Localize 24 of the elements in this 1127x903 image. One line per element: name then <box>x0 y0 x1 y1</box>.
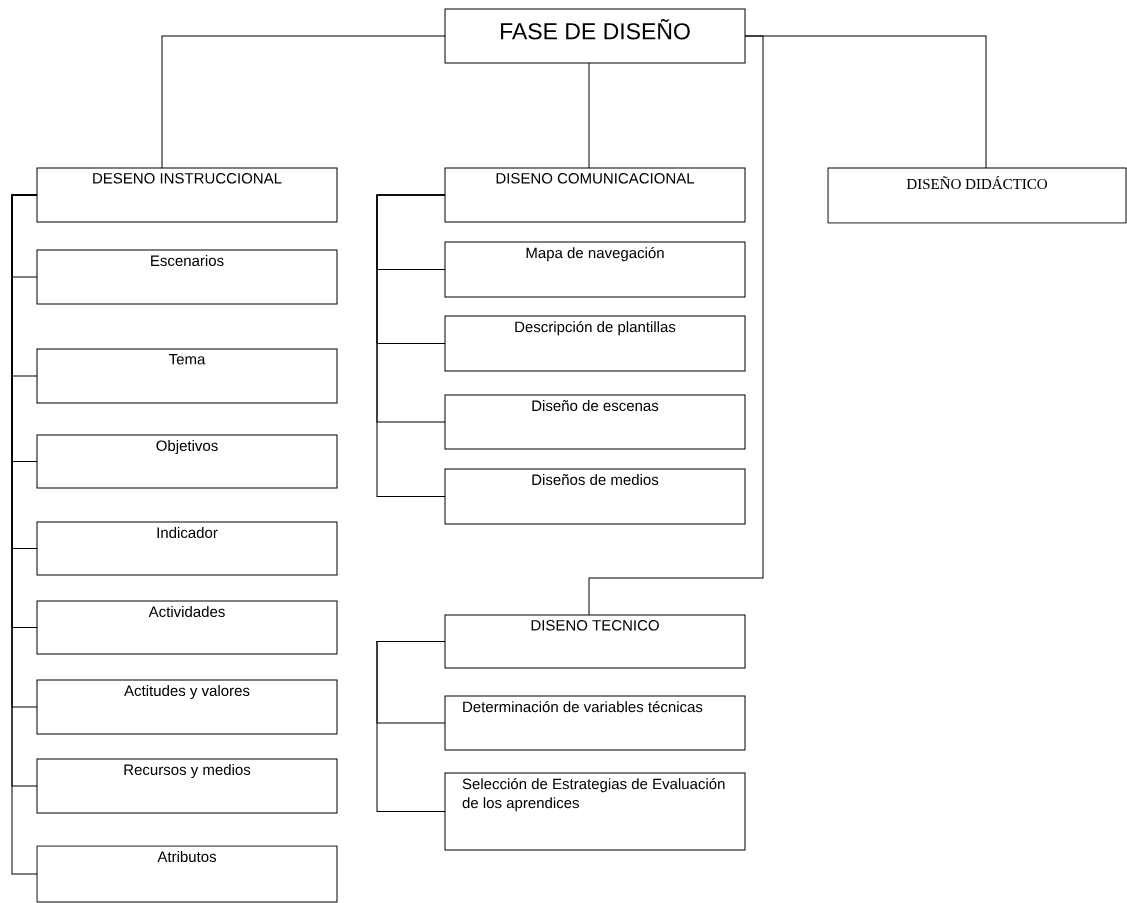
box: Descripción de plantillas <box>444 315 746 372</box>
box: Objetivos <box>36 434 338 489</box>
box: Actividades <box>36 600 338 655</box>
box: Escenarios <box>36 249 338 305</box>
box: Recursos y medios <box>36 758 338 814</box>
box: Indicador <box>36 521 338 576</box>
box: DISEÑO DIDÁCTICO <box>827 167 1127 224</box>
box: Tema <box>36 348 338 404</box>
box: DESENO INSTRUCCIONAL <box>36 167 338 223</box>
box: DISENO TECNICO <box>444 614 746 669</box>
connector <box>588 62 590 169</box>
box: DISENO COMUNICACIONAL <box>444 167 746 223</box>
connector <box>161 35 446 169</box>
box: FASE DE DISEÑO <box>444 8 746 64</box>
connector <box>376 194 446 497</box>
box: Atributos <box>36 845 338 903</box>
box: Mapa de navegación <box>444 241 746 298</box>
box: Diseño de escenas <box>444 394 746 450</box>
connector <box>588 35 764 616</box>
box: Diseños de medios <box>444 468 746 525</box>
box: Actitudes y valores <box>36 679 338 735</box>
box: Selección de Estrategias de Evaluación de los aprendices <box>444 772 746 851</box>
box: Determinación de variables técnicas <box>444 695 746 751</box>
connector <box>376 641 446 812</box>
